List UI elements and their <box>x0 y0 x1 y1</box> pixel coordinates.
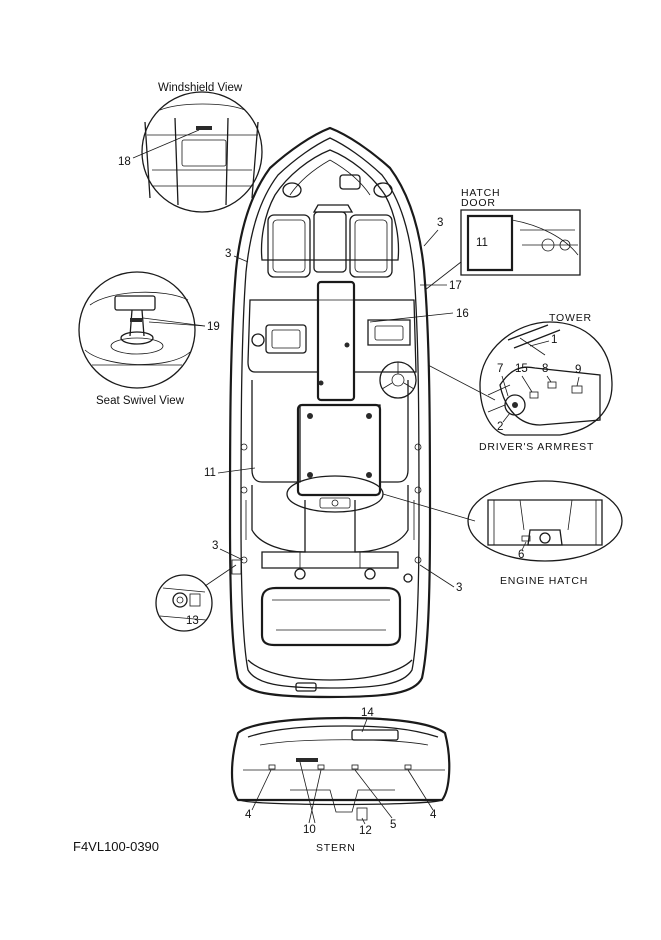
boat-top-view <box>228 126 432 699</box>
callout-7: 7 <box>497 363 503 375</box>
hatch-label-line2: DOOR <box>461 197 496 209</box>
drivers-armrest-view: TOWER 1 7 15 8 9 2 DRIVER'S ARMREST 16 <box>369 308 613 453</box>
callout-5: 5 <box>390 819 396 831</box>
callout-17: 17 <box>449 280 462 292</box>
engine-hatch-label: ENGINE HATCH <box>500 575 588 587</box>
callout-16: 16 <box>456 308 469 320</box>
detail-13-view: 13 <box>155 559 242 632</box>
hull-callouts: 3 3 3 3 11 <box>204 217 462 594</box>
callout-10: 10 <box>303 824 316 836</box>
callout-9: 9 <box>575 364 581 376</box>
windshield-view-label: Windshield View <box>158 82 243 94</box>
callout-4-right: 4 <box>430 809 437 821</box>
tower-label: TOWER <box>549 312 592 324</box>
callout-4-left: 4 <box>245 809 252 821</box>
callout-8: 8 <box>542 363 548 375</box>
hatch-label-line1: HATCH <box>461 187 500 199</box>
callout-13: 13 <box>186 615 199 627</box>
drivers-armrest-label: DRIVER'S ARMREST <box>479 441 594 453</box>
engine-hatch-view: 6 ENGINE HATCH <box>382 480 623 587</box>
seat-swivel-view: Seat Swivel View 19 <box>78 271 220 407</box>
callout-18: 18 <box>118 156 131 168</box>
callout-15: 15 <box>515 363 528 375</box>
callout-2: 2 <box>497 421 503 433</box>
callout-12: 12 <box>359 825 372 837</box>
callout-3-stern-left: 3 <box>212 540 218 552</box>
seat-swivel-view-label: Seat Swivel View <box>96 395 185 407</box>
hatch-door-view: HATCH DOOR 11 17 <box>420 187 581 292</box>
callout-19: 19 <box>207 321 220 333</box>
callout-1: 1 <box>551 334 557 346</box>
callout-6: 6 <box>518 549 524 561</box>
diagram-code: F4VL100-0390 <box>73 839 159 854</box>
windshield-view: Windshield View 18 <box>118 82 263 213</box>
callout-14: 14 <box>361 707 374 719</box>
callout-3-bow-right: 3 <box>437 217 443 229</box>
callout-3-bow-left: 3 <box>225 248 231 260</box>
callout-3-stern-right: 3 <box>456 582 462 594</box>
callout-11-hatch: 11 <box>476 237 488 249</box>
callout-11-side: 11 <box>204 467 216 479</box>
stern-label: STERN <box>316 842 356 854</box>
stern-view: 14 4 4 10 12 5 STERN <box>230 707 451 854</box>
